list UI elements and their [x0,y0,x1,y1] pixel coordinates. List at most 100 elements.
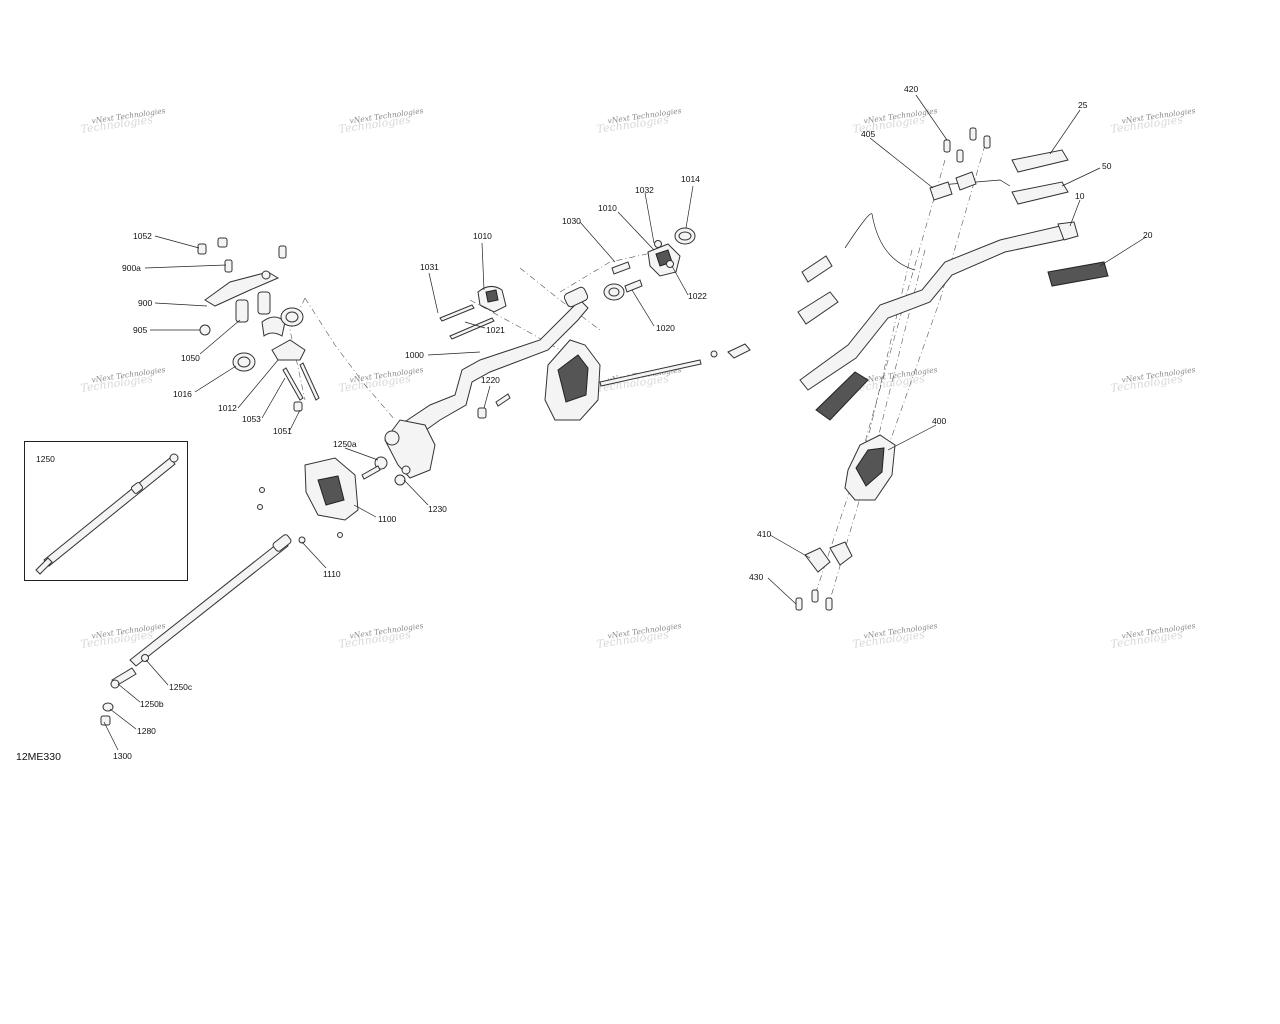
bolt-420-c [969,127,977,141]
callout-405: 405 [861,129,875,139]
cover-1100-face [317,475,345,506]
callout-1250a: 1250a [333,439,357,449]
bolt-1052 [197,243,207,255]
grip-left-b [801,255,833,283]
callout-10: 10 [1075,191,1085,201]
clamp-half [261,316,286,337]
callout-1010: 1010 [473,231,492,241]
shaft-boot [272,534,292,552]
seal-1016-inner [237,356,251,368]
callout-1010: 1010 [598,203,617,213]
watermark: Technologies vNext Technologies [596,106,682,136]
pin-900a [224,259,233,273]
watermark: Technologies vNext Technologies [338,106,424,136]
screw-1022 [666,260,674,268]
housing-right-face [557,354,589,403]
watermark: Technologies vNext Technologies [80,365,166,395]
callout-1030: 1030 [562,216,581,226]
column-pivot [384,430,400,446]
callout-1053: 1053 [242,414,261,424]
bolt-1220-shaft [495,393,511,407]
callout-20: 20 [1143,230,1153,240]
callout-900a: 900a [122,263,141,273]
callout-1280: 1280 [137,726,156,736]
watermark: Technologies vNext Technologies [338,365,424,395]
handlebar-cover-25 [1011,149,1069,173]
callout-1020: 1020 [656,323,675,333]
bolt-430-a [795,597,803,611]
bolt-1031 [439,304,475,322]
callout-1032: 1032 [635,185,654,195]
clamp-bracket-900 [204,271,280,307]
bolt-420-d [983,135,991,149]
watermark: Technologies vNext Technologies [80,106,166,136]
pin-1030 [611,261,631,275]
clamp-410 [804,547,831,573]
clamp-1010-left-shade [485,289,499,303]
bolt-1053 [282,367,304,401]
inset-tie-rod [35,557,53,575]
callout-1031: 1031 [420,262,439,272]
watermark: Technologies vNext Technologies [1110,106,1196,136]
callout-1230: 1230 [428,504,447,514]
seal-inner [285,311,299,323]
nut-905 [199,324,211,336]
shaft-right [599,359,702,387]
housing-assembly [100,339,751,726]
callout-1051: 1051 [273,426,292,436]
callout-1022: 1022 [688,291,707,301]
callout-1014: 1014 [681,174,700,184]
steering-column-1000 [399,299,589,441]
bolt-420-a [943,139,951,153]
callout-905: 905 [133,325,147,335]
clamp-405 [929,181,953,201]
inset-shaft [43,457,176,567]
screw [259,487,265,493]
watermark: Technologies vNext Technologies [1110,365,1196,395]
nut [710,350,718,358]
callout-1110: 1110 [323,569,341,579]
throttle-cable [844,213,916,271]
bolt-1021 [449,317,495,340]
grip-left [797,291,839,325]
callout-1220: 1220 [481,375,500,385]
inset-frame [24,441,188,581]
steering-shaft-1250 [129,539,289,667]
callout-1300: 1300 [113,751,132,761]
washer-1230-b [401,465,411,475]
upper-clamp-assembly [197,237,320,412]
callout-1250b: 1250b [140,699,164,709]
handlebar-10 [799,225,1077,391]
bolt-1250a [361,465,381,480]
spacer-1050 [235,299,249,323]
clamp-1012 [271,339,306,361]
callout-1000: 1000 [405,350,424,360]
heated-grip-left [815,371,869,421]
inset-shaft-end [169,453,179,463]
callout-25: 25 [1078,100,1088,110]
riser-400-face [855,447,885,487]
spacer [257,291,271,315]
callout-1021: 1021 [486,325,505,335]
watermark: Technologies vNext Technologies [852,621,938,651]
ring-1014-inner [678,231,692,241]
ring-1250c [141,654,149,662]
diagram-code: 12ME330 [16,751,61,763]
column-end-sleeve [563,286,589,308]
bolt-1051 [299,362,320,401]
screw-1032 [654,240,662,248]
callout-1250c: 1250c [169,682,193,692]
steering-column [361,227,696,486]
screw-1110 [298,536,306,544]
callout-410: 410 [757,529,771,539]
washer-1230 [394,474,406,486]
bolt-head-1051 [293,401,303,412]
watermark: Technologies vNext Technologies [1110,621,1196,651]
callout-420: 420 [904,84,918,94]
callout-430: 430 [749,572,763,582]
bolt-430-b [811,589,819,603]
callout-1012: 1012 [218,403,237,413]
ball-joint [110,679,120,689]
bolt-430-c [825,597,833,611]
screw [337,532,343,538]
